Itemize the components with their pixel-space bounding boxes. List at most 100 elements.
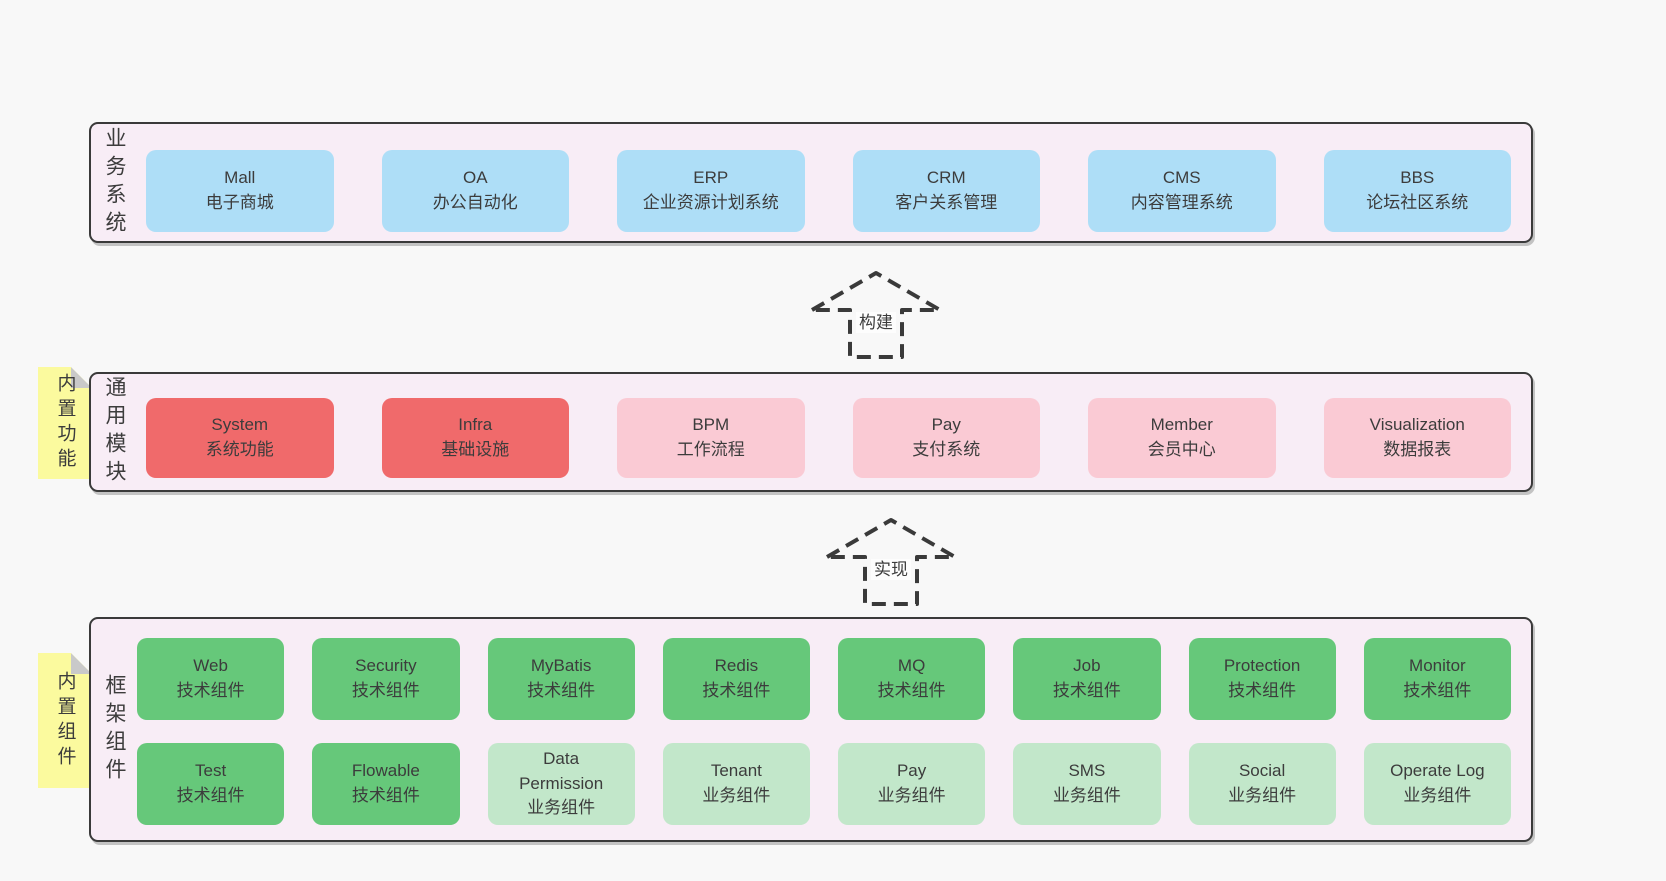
box-subtitle: 技术组件 [877,681,946,700]
implement-arrow-icon: 实现 [821,515,961,610]
box-subtitle: 基础设施 [441,440,510,459]
box-member: Member 会员中心 [1088,398,1276,478]
panel-label-framework-components: 框架组件 [103,673,126,786]
box-subtitle: 技术组件 [1403,681,1472,700]
box-title: Job [1073,656,1101,676]
box-crm: CRM 客户关系管理 [852,150,1040,232]
box-title: BBS [1400,168,1435,188]
box-title: Mall [224,168,256,188]
sticky-label: 内置组件 [54,670,76,771]
box-subtitle: 技术组件 [1228,681,1297,700]
box-mybatis: MyBatis 技术组件 [487,638,635,720]
sticky-label: 内置功能 [54,373,76,473]
box-subtitle: 技术组件 [176,786,245,805]
box-title: ERP [693,168,729,188]
box-system: System 系统功能 [146,398,334,478]
box-protection: Protection 技术组件 [1188,638,1336,720]
box-title: Social [1238,761,1286,781]
box-title: OA [462,168,488,188]
box-subtitle: 会员中心 [1147,440,1216,459]
box-subtitle: 技术组件 [351,681,420,700]
box-subtitle: 业务组件 [1403,786,1472,805]
build-arrow-label: 构建 [856,312,896,334]
box-security: Security 技术组件 [312,638,460,720]
box-mall: Mall 电子商城 [146,150,334,232]
box-title: MQ [897,656,926,676]
box-social: Social 业务组件 [1188,743,1336,825]
panel-business-systems: 业务系统 Mall 电子商城 OA 办公自动化 ERP 企业资源计划系统 CRM 客户关系管理… [89,122,1533,243]
box-subtitle: 支付系统 [912,440,981,459]
box-flowable: Flowable 技术组件 [312,743,460,825]
box-redis: Redis 技术组件 [662,638,810,720]
box-web: Web 技术组件 [137,638,285,720]
box-subtitle: 内容管理系统 [1130,193,1233,212]
box-title: SMS [1068,761,1106,781]
box-subtitle: 技术组件 [351,786,420,805]
box-title: Pay [896,761,927,781]
box-subtitle: 业务组件 [877,786,946,805]
box-title: Web [193,656,228,676]
box-sms: SMS 业务组件 [1013,743,1161,825]
business-systems-row: Mall 电子商城 OA 办公自动化 ERP 企业资源计划系统 CRM 客户关系管理 CMS 内容… [146,150,1511,232]
box-title: Protection [1223,656,1301,676]
box-title: Security [355,656,417,676]
box-title: BPM [692,415,730,435]
box-subtitle: 业务组件 [1052,786,1121,805]
box-operate-log: Operate Log 业务组件 [1363,743,1511,825]
box-title: MyBatis [530,656,592,676]
box-subtitle: 系统功能 [205,440,274,459]
box-title: System [211,415,269,435]
sticky-note-builtin-components: 内置组件 [38,653,92,788]
box-subtitle: 技术组件 [176,681,245,700]
box-tenant: Tenant 业务组件 [662,743,810,825]
box-title: Data Permission [519,749,604,793]
box-title: Infra [458,415,493,435]
box-title: Redis [714,656,759,676]
box-test: Test 技术组件 [137,743,285,825]
box-subtitle: 技术组件 [702,681,771,700]
box-bbs: BBS 论坛社区系统 [1323,150,1511,232]
box-title: Monitor [1409,656,1466,676]
panel-label-common-modules: 通用模块 [103,376,126,488]
build-arrow-icon: 构建 [806,268,946,363]
box-subtitle: 业务组件 [527,798,596,818]
box-subtitle: 业务组件 [1228,786,1297,805]
box-data-permission: Data Permission 业务组件 [487,743,635,825]
box-title: Member [1150,415,1213,435]
box-title: Test [195,761,227,781]
sticky-note-builtin-features: 内置功能 [38,367,92,479]
box-erp: ERP 企业资源计划系统 [617,150,805,232]
box-oa: OA 办公自动化 [381,150,569,232]
box-subtitle: 业务组件 [702,786,771,805]
box-subtitle: 企业资源计划系统 [642,193,779,212]
box-title: Tenant [710,761,762,781]
box-subtitle: 客户关系管理 [895,193,998,212]
panel-label-business-systems: 业务系统 [103,126,126,239]
box-infra: Infra 基础设施 [381,398,569,478]
box-mq: MQ 技术组件 [838,638,986,720]
box-subtitle: 办公自动化 [432,193,518,212]
box-pay: Pay 业务组件 [838,743,986,825]
box-title: CRM [926,168,966,188]
box-title: Operate Log [1390,761,1485,781]
box-subtitle: 技术组件 [1052,681,1121,700]
box-title: CMS [1162,168,1201,188]
box-monitor: Monitor 技术组件 [1363,638,1511,720]
box-bpm: BPM 工作流程 [617,398,805,478]
box-subtitle: 工作流程 [676,440,745,459]
box-job: Job 技术组件 [1013,638,1161,720]
box-subtitle: 论坛社区系统 [1366,193,1469,212]
box-subtitle: 技术组件 [527,681,596,700]
box-subtitle: 电子商城 [205,193,274,212]
box-cms: CMS 内容管理系统 [1088,150,1276,232]
implement-arrow-label: 实现 [871,559,911,581]
box-title: Flowable [351,761,420,781]
